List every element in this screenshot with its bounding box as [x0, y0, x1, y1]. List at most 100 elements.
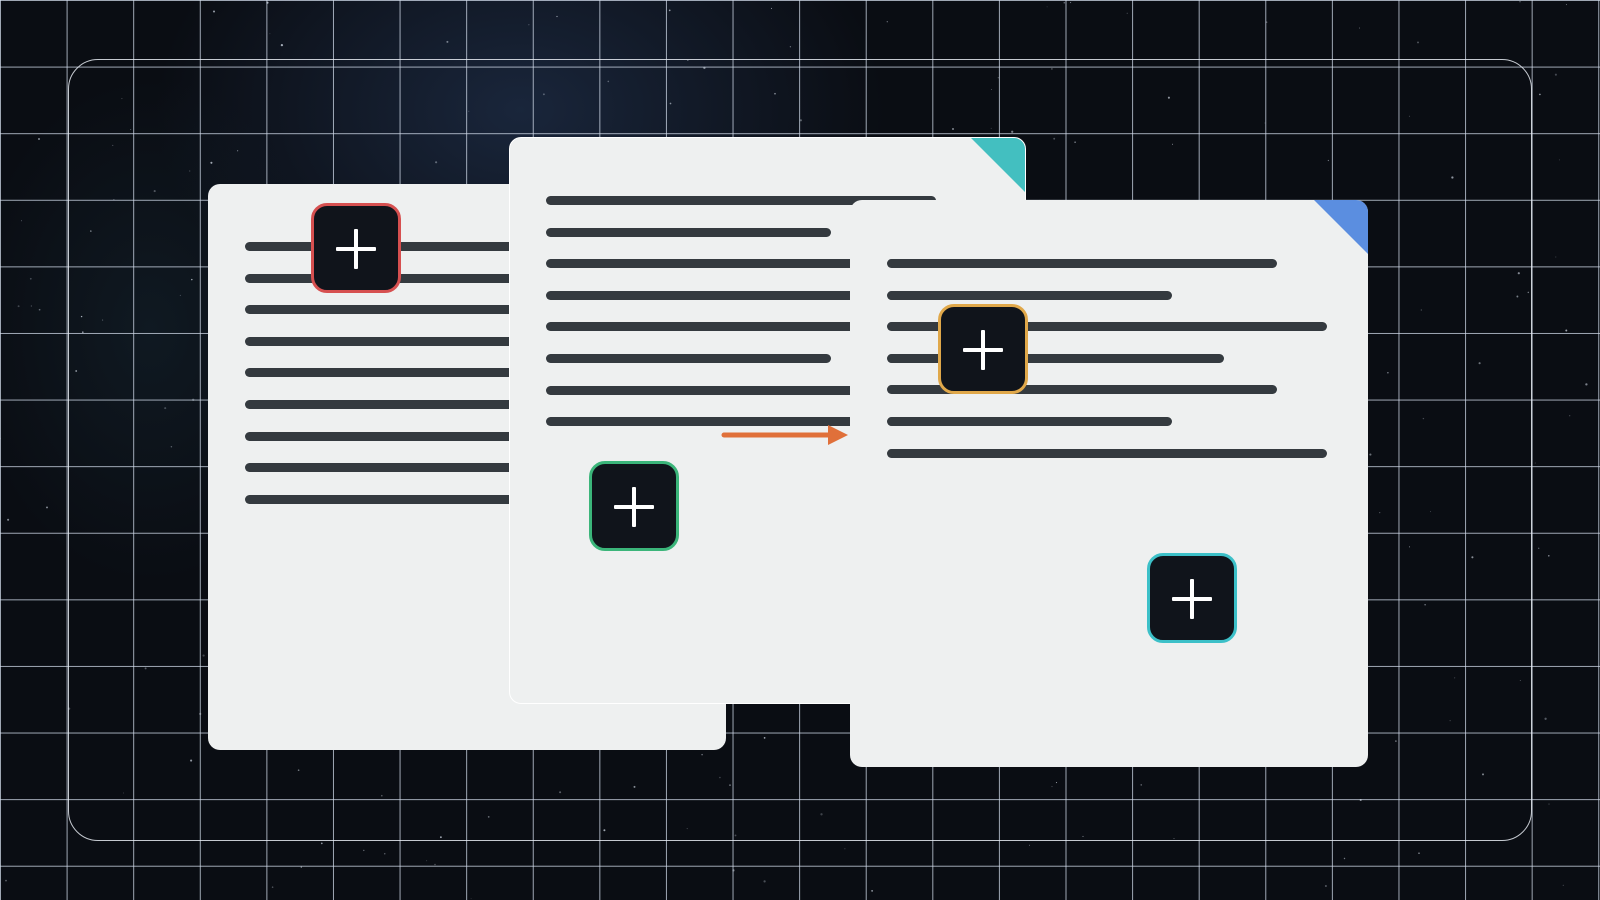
star — [669, 102, 672, 105]
star — [21, 220, 22, 222]
star — [1140, 784, 1142, 786]
star — [112, 144, 114, 146]
star — [446, 40, 449, 43]
star — [75, 370, 78, 372]
text-line — [245, 242, 725, 251]
star — [426, 860, 428, 862]
star — [487, 816, 490, 818]
star — [170, 446, 173, 448]
star — [1420, 309, 1422, 311]
star — [190, 759, 193, 762]
star — [1063, 1, 1066, 4]
star — [1055, 782, 1058, 784]
star — [280, 43, 284, 47]
text-line — [546, 417, 1025, 426]
text-line — [887, 385, 1277, 394]
add-button-amber[interactable] — [938, 304, 1028, 394]
star — [990, 89, 992, 90]
star — [123, 792, 124, 794]
corner-fold — [971, 138, 1025, 192]
add-button-green[interactable] — [589, 461, 679, 551]
star — [236, 150, 239, 152]
star — [668, 9, 671, 12]
star — [213, 10, 215, 13]
star — [1478, 362, 1481, 365]
star — [1011, 130, 1014, 133]
star — [997, 76, 1000, 79]
star — [1424, 604, 1426, 606]
star — [38, 138, 40, 140]
star — [732, 869, 735, 872]
star — [556, 15, 558, 18]
star — [113, 199, 115, 201]
star — [1046, 6, 1048, 8]
star — [435, 161, 438, 164]
rounded-frame — [68, 59, 1532, 841]
star — [1327, 159, 1330, 162]
text-line — [546, 228, 831, 237]
star — [1519, 680, 1521, 681]
star — [1517, 272, 1520, 275]
star — [468, 110, 470, 112]
text-line — [245, 305, 725, 314]
text-line — [546, 386, 1025, 395]
star — [1359, 798, 1362, 802]
text-line — [245, 337, 725, 346]
star — [1548, 555, 1550, 557]
star — [1359, 27, 1360, 29]
text-line — [245, 274, 725, 283]
star — [199, 712, 202, 716]
star — [1482, 773, 1484, 776]
star — [1471, 556, 1474, 559]
star — [1053, 137, 1056, 140]
star — [266, 1, 269, 4]
star — [1051, 786, 1053, 788]
star — [38, 308, 41, 311]
add-button-teal[interactable] — [1147, 553, 1237, 643]
star — [1369, 453, 1372, 456]
star — [719, 776, 721, 779]
star — [1430, 511, 1432, 513]
star — [770, 7, 773, 9]
star — [1555, 256, 1557, 258]
text-line — [887, 322, 1327, 331]
star — [1565, 329, 1568, 332]
star — [300, 866, 302, 868]
star — [381, 794, 383, 797]
star — [297, 769, 300, 772]
star — [7, 518, 10, 521]
star — [1534, 462, 1536, 464]
star — [1538, 547, 1540, 549]
star — [1565, 4, 1567, 6]
star — [701, 753, 703, 756]
star — [729, 784, 731, 786]
star — [1449, 720, 1451, 722]
star — [179, 294, 181, 296]
text-line — [546, 291, 1025, 300]
text-line — [887, 417, 1172, 426]
star — [1516, 295, 1519, 298]
star — [1126, 12, 1128, 14]
star — [470, 898, 472, 900]
star — [1074, 141, 1076, 144]
star — [1051, 68, 1053, 70]
add-button-red[interactable] — [311, 203, 401, 293]
star — [5, 879, 7, 882]
star — [1417, 41, 1419, 44]
document-right — [850, 200, 1368, 767]
star — [607, 80, 610, 83]
corner-fold — [1314, 200, 1368, 254]
star — [1408, 546, 1411, 548]
star — [1548, 803, 1550, 805]
star — [192, 398, 195, 401]
star — [144, 667, 147, 670]
star — [1324, 884, 1327, 888]
star — [1070, 2, 1072, 4]
star — [1558, 159, 1560, 161]
star — [90, 230, 92, 232]
text-line — [546, 354, 831, 363]
star — [763, 737, 766, 739]
star — [1171, 143, 1174, 145]
star — [559, 791, 562, 794]
